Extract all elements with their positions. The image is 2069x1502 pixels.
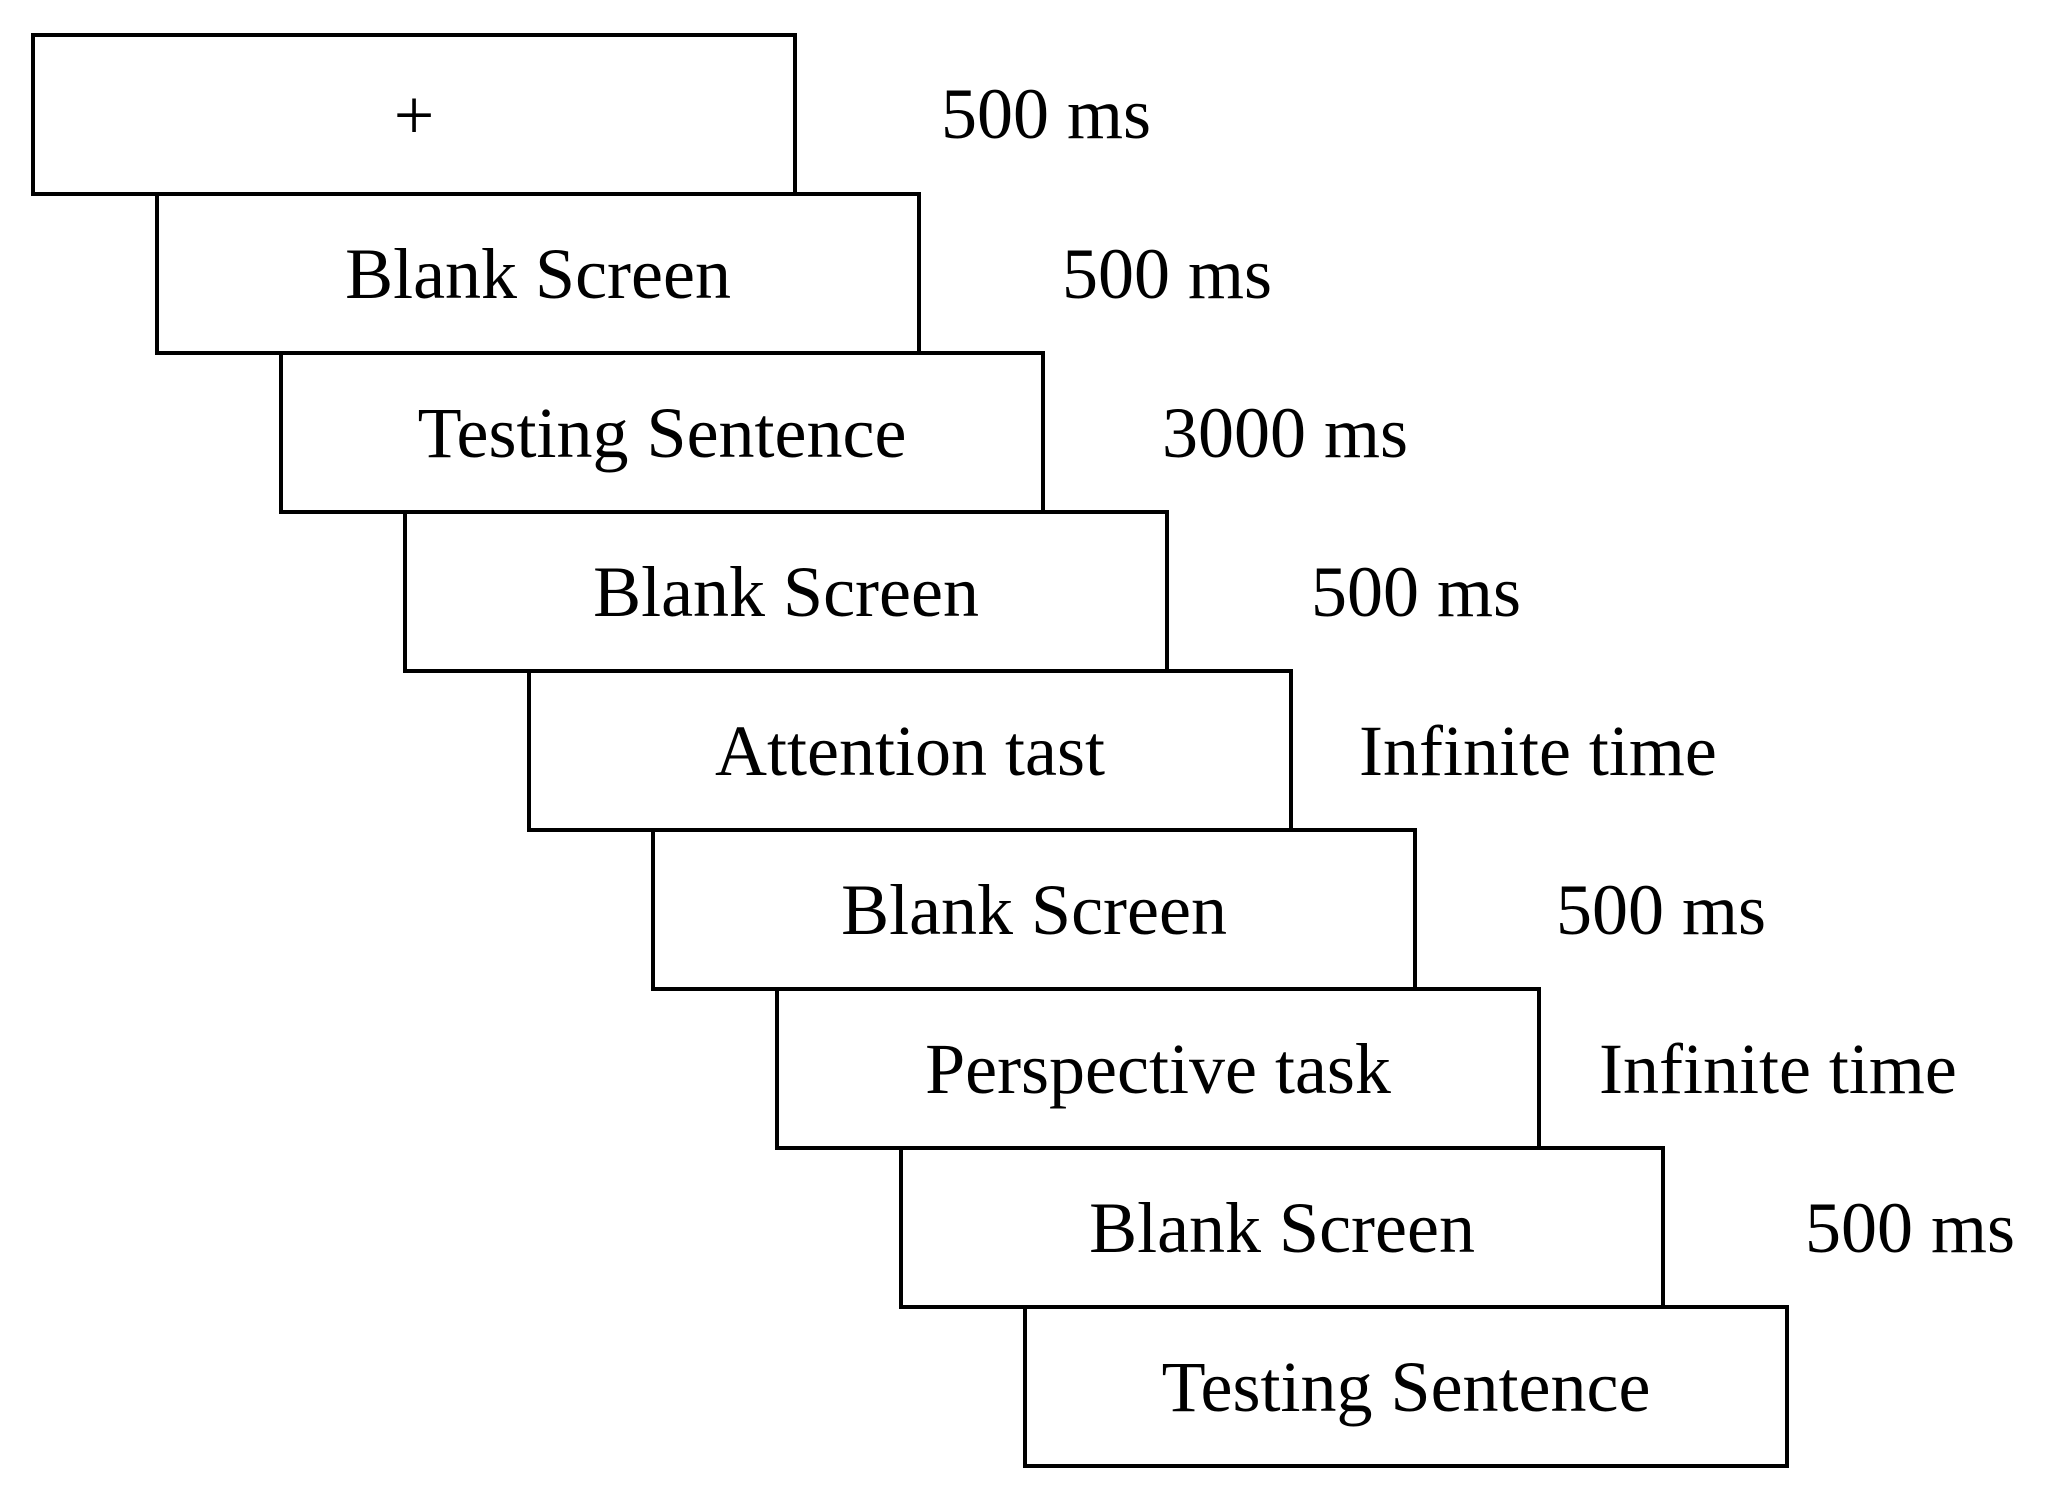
box-label: Perspective task — [925, 1028, 1391, 1109]
duration-label-blank-screen-3: 500 ms — [1556, 870, 1767, 950]
duration-label-blank-screen-4: 500 ms — [1805, 1188, 2016, 1268]
box-label: Blank Screen — [1089, 1187, 1475, 1268]
box-blank-screen-2: Blank Screen — [403, 510, 1169, 673]
duration-label-testing-sentence: 3000 ms — [1162, 393, 1409, 473]
box-blank-screen-1: Blank Screen — [155, 192, 921, 355]
box-blank-screen-3: Blank Screen — [651, 828, 1417, 991]
box-label: Blank Screen — [593, 551, 979, 632]
duration-label-attention-task: Infinite time — [1359, 711, 1717, 791]
box-label: Blank Screen — [841, 869, 1227, 950]
duration-label-blank-screen-1: 500 ms — [1062, 234, 1273, 314]
duration-label-fixation: 500 ms — [941, 74, 1152, 154]
box-fixation: + — [31, 33, 797, 196]
box-testing-sentence-1: Testing Sentence — [279, 351, 1045, 514]
box-attention-task: Attention tast — [527, 669, 1293, 832]
box-blank-screen-4: Blank Screen — [899, 1146, 1665, 1309]
fixation-cross: + — [393, 74, 435, 155]
box-label: Testing Sentence — [417, 392, 907, 473]
box-label: Testing Sentence — [1161, 1346, 1651, 1427]
box-label: Attention tast — [715, 710, 1105, 791]
duration-label-perspective-task: Infinite time — [1599, 1029, 1957, 1109]
box-testing-sentence-2: Testing Sentence — [1023, 1305, 1789, 1468]
box-label: Blank Screen — [345, 233, 731, 314]
box-perspective-task: Perspective task — [775, 987, 1541, 1150]
duration-label-blank-screen-2: 500 ms — [1311, 552, 1522, 632]
